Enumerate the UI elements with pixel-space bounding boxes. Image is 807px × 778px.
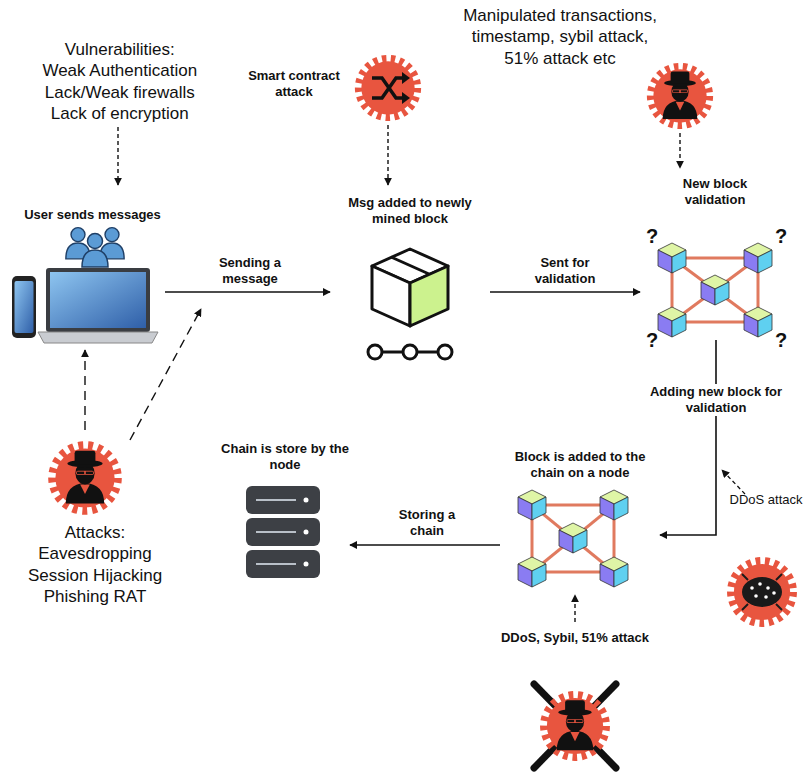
node-caption: DDoS attack bbox=[727, 492, 805, 508]
node-caption: New block validation bbox=[655, 176, 775, 209]
process-step: User sends messages bbox=[5, 185, 165, 350]
flow-arrow bbox=[574, 595, 575, 622]
node-caption: User sends messages bbox=[5, 207, 180, 223]
question-mark: ? bbox=[646, 330, 658, 350]
process-step: Msg added to newly mined block bbox=[330, 185, 490, 370]
flow-arrow bbox=[490, 291, 640, 293]
attack-source: Manipulated transactions, timestamp, syb… bbox=[455, 3, 740, 133]
node-caption: Msg added to newly mined block bbox=[330, 195, 490, 228]
edge-label: Sending a message bbox=[201, 255, 300, 288]
process-step: Block is added to the chain on a node bbox=[500, 445, 660, 595]
node-caption: Smart contract attack bbox=[240, 68, 348, 101]
question-mark: ? bbox=[775, 226, 787, 246]
edge-label: Adding new block for validation bbox=[639, 384, 793, 417]
question-mark: ? bbox=[646, 226, 658, 246]
node-caption: Manipulated transactions, timestamp, syb… bbox=[460, 5, 660, 69]
node-caption: Block is added to the chain on a node bbox=[500, 449, 660, 482]
flow-arrow bbox=[679, 133, 680, 168]
flow-arrow bbox=[387, 125, 388, 185]
flow-arrow bbox=[165, 291, 330, 293]
attack-source: DDoS, Sybil, 51% attack bbox=[480, 622, 670, 776]
flow-arrow bbox=[350, 544, 500, 546]
attack-source: Attacks: Eavesdropping Session Hijacking… bbox=[10, 430, 180, 620]
edge-label: Storing a chain bbox=[385, 507, 469, 540]
flow-arrow bbox=[660, 340, 716, 535]
node-caption: Chain is store by the node bbox=[220, 441, 350, 474]
vulnerability-note: Vulnerabilities: Weak Authentication Lac… bbox=[20, 35, 220, 127]
flow-arrow bbox=[117, 127, 118, 185]
node-caption: DDoS, Sybil, 51% attack bbox=[480, 630, 670, 646]
question-mark: ? bbox=[775, 330, 787, 350]
edge-label: Sent for validation bbox=[513, 255, 617, 288]
attack-source: Smart contract attack bbox=[240, 50, 425, 125]
process-step: New block validation bbox=[640, 168, 790, 340]
attack-source: DDoS attack bbox=[727, 490, 805, 632]
storage-step: Chain is store by the node bbox=[220, 435, 350, 583]
node-caption: Vulnerabilities: Weak Authentication Lac… bbox=[41, 39, 199, 124]
node-caption: Attacks: Eavesdropping Session Hijacking… bbox=[25, 522, 165, 607]
flow-arrow bbox=[84, 350, 85, 430]
